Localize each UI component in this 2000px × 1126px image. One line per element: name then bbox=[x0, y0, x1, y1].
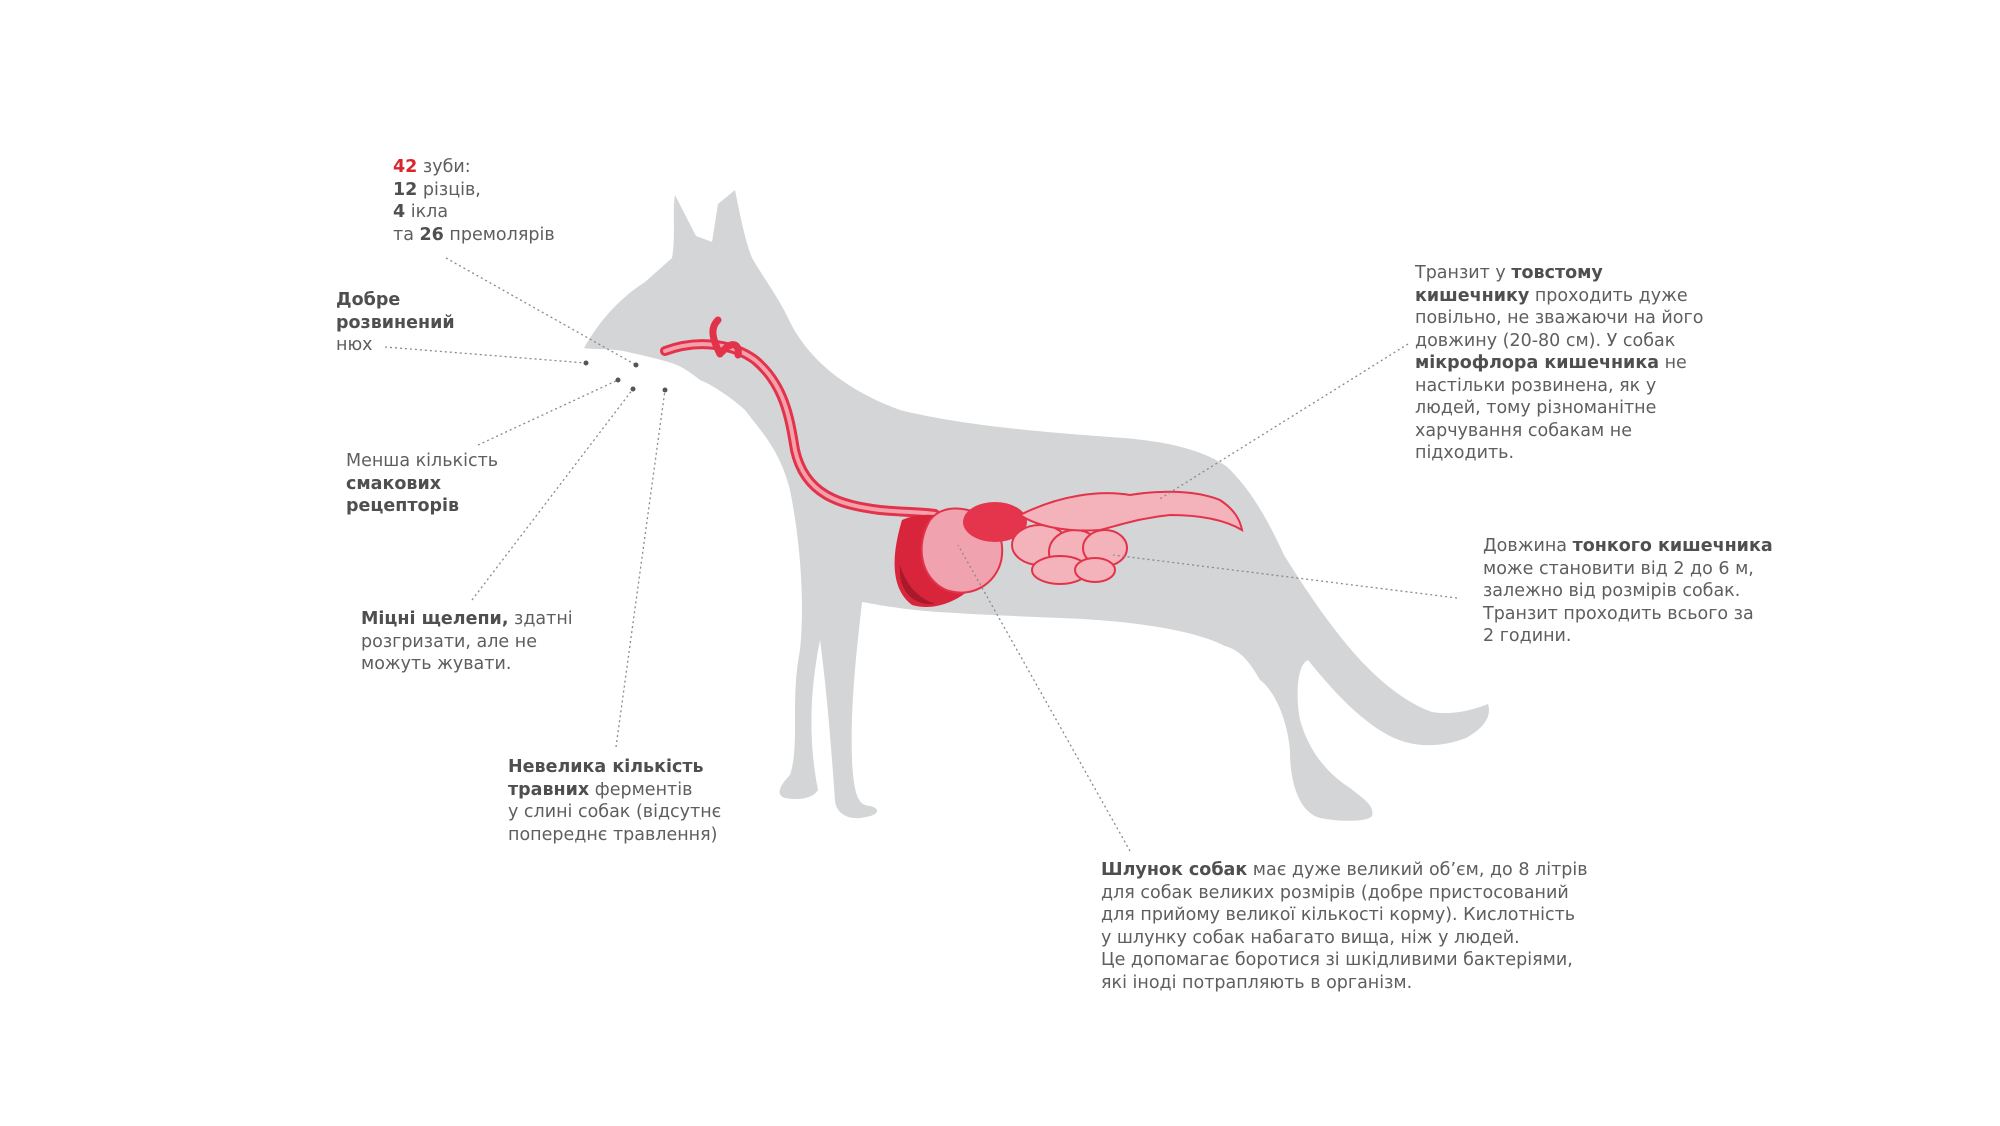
teeth-total-number: 42 bbox=[393, 157, 418, 177]
leader-stomach bbox=[957, 544, 1131, 852]
leader-large-intestine bbox=[1157, 343, 1409, 501]
leader-smell bbox=[384, 346, 587, 364]
callout-stomach: Шлунок собак має дуже великий об’єм, до … bbox=[1101, 860, 1588, 993]
callout-teeth: 42 зуби: 12 різців, 4 ікла та 26 премоля… bbox=[393, 157, 555, 245]
leader-dots bbox=[583, 360, 668, 393]
callout-enzymes: Невелика кількість травних ферментів у с… bbox=[508, 757, 722, 845]
leader-enzymes bbox=[615, 389, 666, 748]
large-intestine-organ bbox=[1017, 490, 1244, 532]
callout-taste: Менша кількість смакових рецепторів bbox=[346, 451, 499, 516]
liver-lobe bbox=[899, 565, 935, 605]
leader-jaws bbox=[471, 388, 634, 601]
callout-jaws: Міцні щелепи, здатні розгризати, але не … bbox=[361, 609, 573, 674]
callout-small-intestine: Довжина тонкого кишечника може становити… bbox=[1483, 536, 1773, 646]
leader-teeth bbox=[445, 257, 637, 366]
dog-silhouette bbox=[584, 190, 1490, 821]
leader-lines bbox=[384, 257, 1458, 852]
callout-smell: Добре розвинений нюх bbox=[336, 290, 455, 355]
pancreas bbox=[963, 502, 1027, 542]
leader-taste bbox=[477, 379, 619, 446]
callout-large-intestine: Транзит у товстому кишечнику проходить д… bbox=[1415, 263, 1704, 463]
pharynx bbox=[709, 316, 742, 359]
